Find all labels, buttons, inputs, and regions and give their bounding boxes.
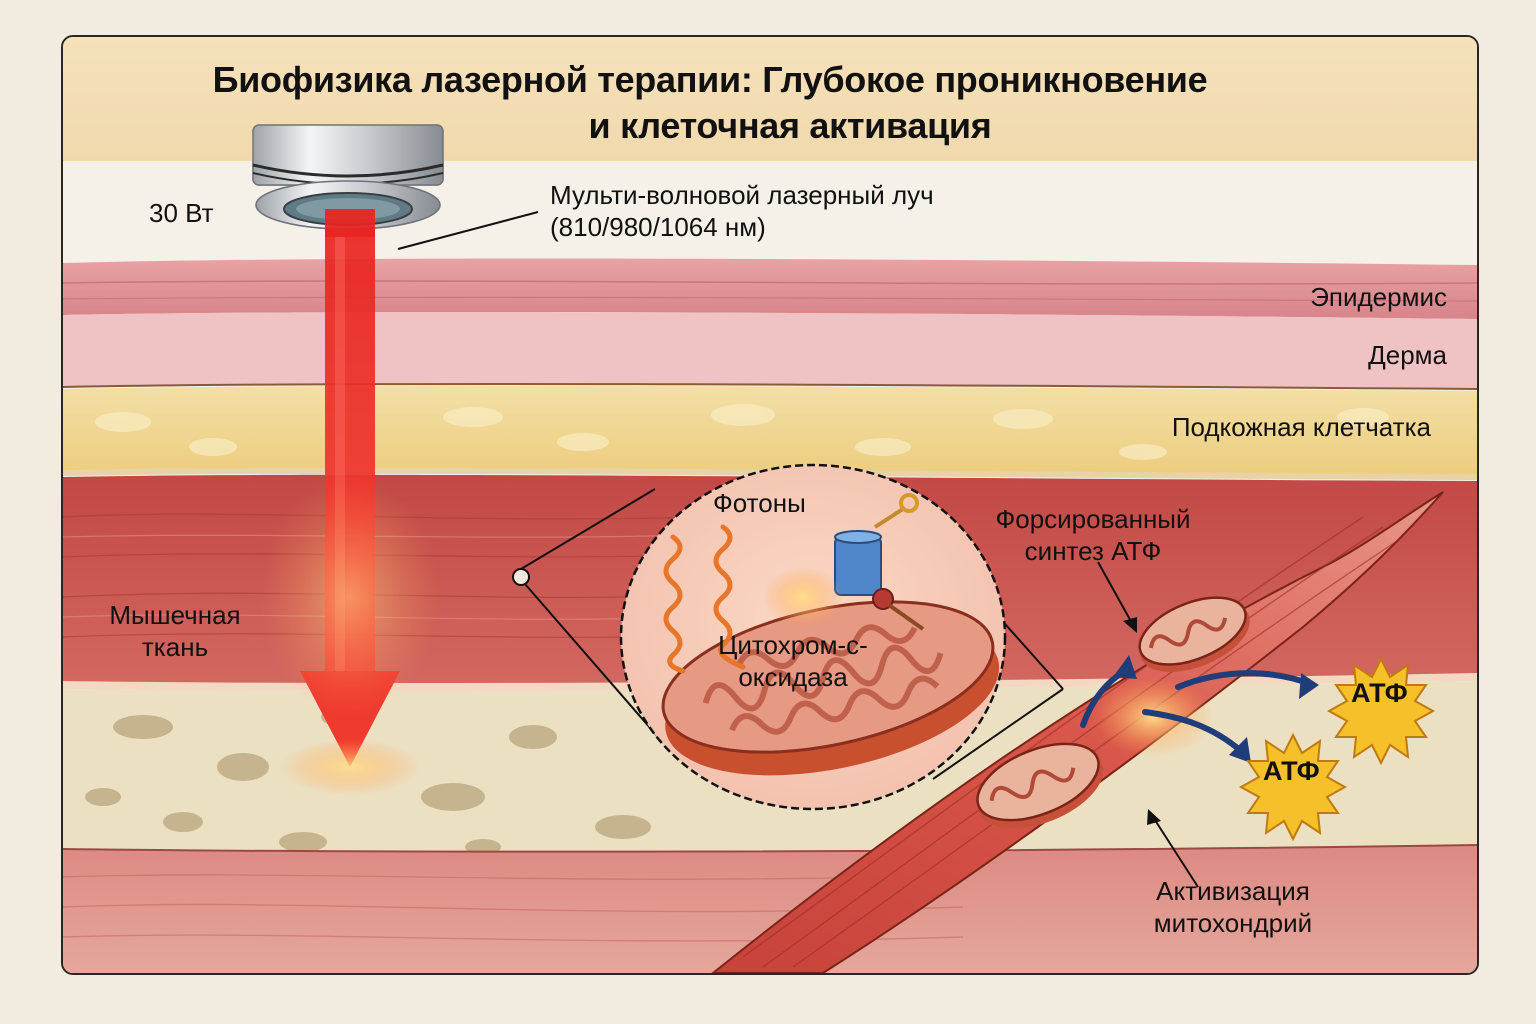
label-subcutaneous: Подкожная клетчатка (1171, 412, 1431, 442)
beam-leader-line (397, 211, 539, 250)
label-photons: Фотоны (713, 488, 806, 518)
page-title: Биофизика лазерной терапии: Глубокое про… (212, 59, 1208, 146)
label-mitochondria-activation: Активизация митохондрий (1153, 876, 1313, 938)
laser-beam (260, 207, 440, 795)
label-atp-synthesis: Форсированный синтез АТФ (995, 504, 1191, 566)
diagram-frame: Биофизика лазерной терапии: Глубокое про… (61, 35, 1479, 975)
label-epidermis: Эпидермис (1310, 282, 1447, 312)
atp-badge-2: АТФ (1263, 756, 1320, 786)
label-muscle: Мышечная ткань (109, 600, 241, 662)
label-dermis: Дерма (1368, 340, 1447, 370)
beam-label-line2: (810/980/1064 нм) (550, 212, 766, 242)
power-label: 30 Вт (149, 198, 214, 228)
label-cytochrome-c-oxidase: Цитохром-с- оксидаза (718, 630, 868, 692)
beam-label-line1: Мульти-волновой лазерный луч (550, 180, 934, 210)
zoom-callout (512, 463, 1064, 811)
title-banner: Биофизика лазерной терапии: Глубокое про… (63, 37, 1477, 161)
muscle-fiber (711, 491, 1444, 973)
layer-dermis (63, 312, 1477, 389)
atp-burst-1 (1326, 656, 1436, 766)
tissue-illustration (63, 124, 1477, 973)
atp-burst-2 (1238, 732, 1348, 842)
layer-epidermis (63, 258, 1477, 319)
atp-badge-1: АТФ (1351, 678, 1408, 708)
